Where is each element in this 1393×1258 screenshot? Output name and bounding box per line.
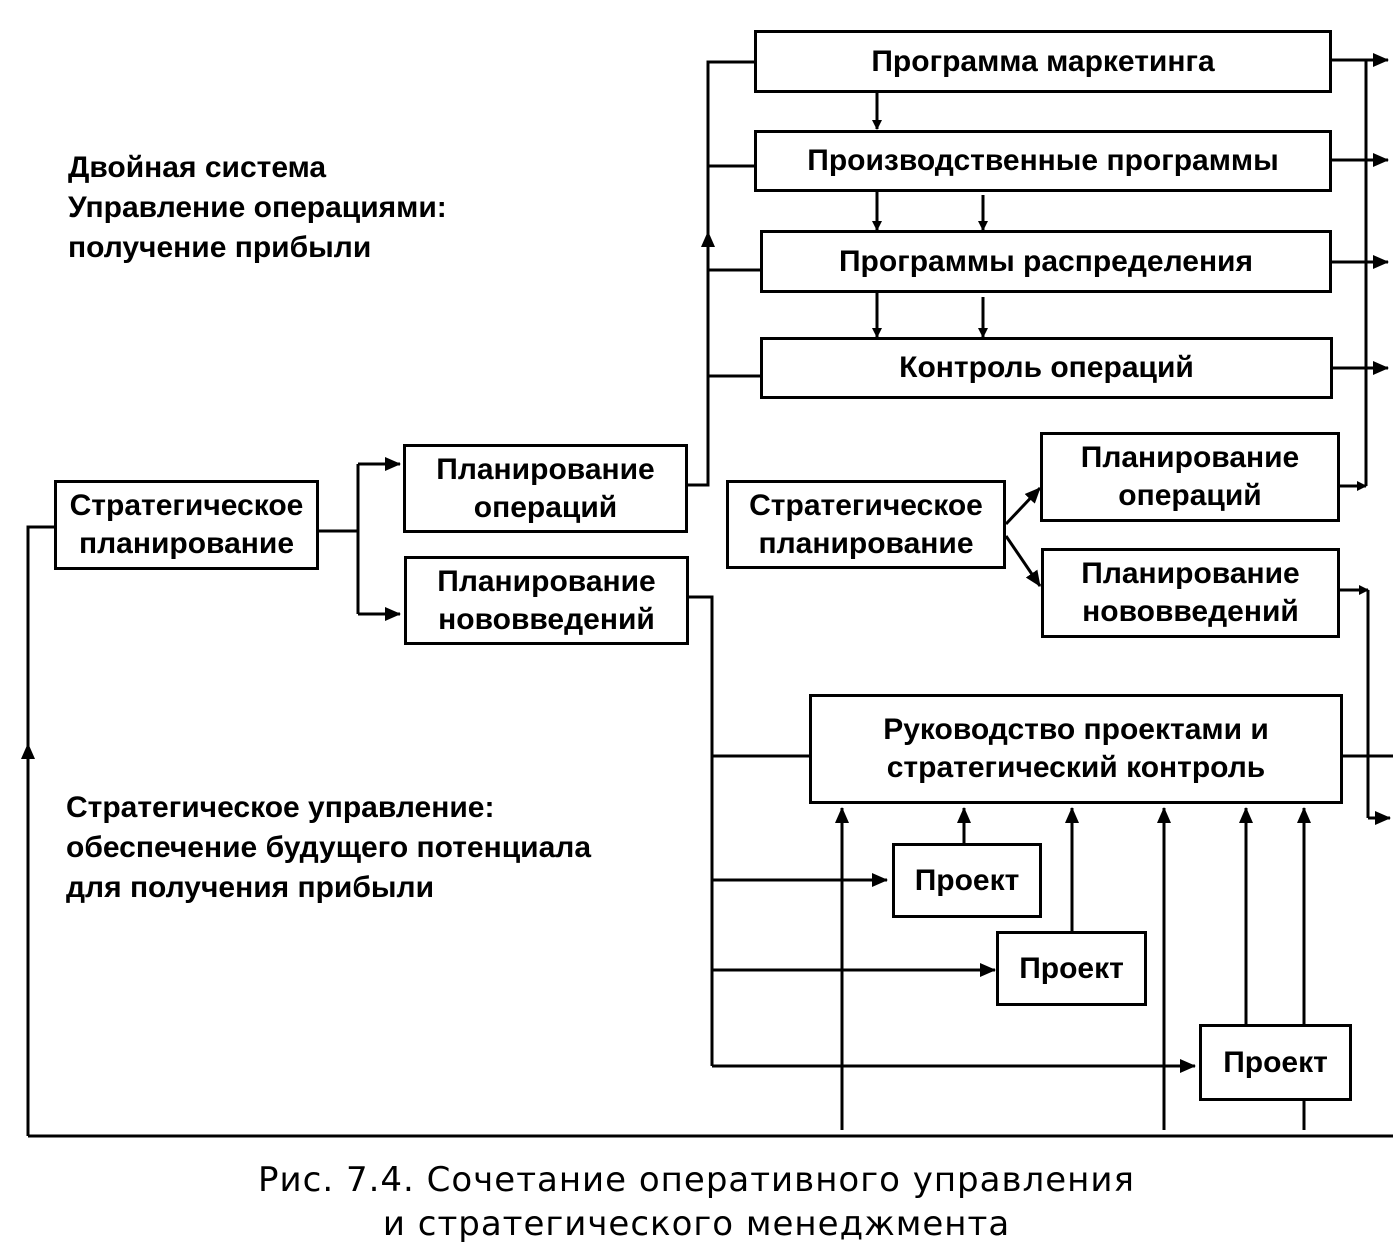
box-operations-planning: Планирование операций: [403, 444, 688, 533]
caption-line: Рис. 7.4. Сочетание оперативного управле…: [258, 1160, 1135, 1200]
box-operations-control: Контроль операций: [760, 337, 1333, 399]
box-label: операций: [1118, 479, 1262, 512]
caption-line: и стратегического менеджмента: [382, 1204, 1011, 1244]
box-label: Планирование: [1081, 557, 1300, 590]
note-strategic: Стратегическое управление: обеспечение б…: [66, 788, 591, 908]
note-strategic-line: обеспечение будущего потенциала: [66, 831, 591, 864]
note-strategic-line: Стратегическое управление:: [66, 791, 495, 824]
box-label: нововведений: [438, 602, 655, 636]
box-label: стратегический контроль: [886, 751, 1266, 784]
box-label: Программы распределения: [838, 244, 1254, 278]
box-project-1: Проект: [892, 843, 1042, 918]
box-strategic-planning: Стратегическое планирование: [54, 480, 319, 570]
box-project-2: Проект: [996, 931, 1147, 1006]
box-label: операций: [473, 490, 618, 524]
box-label: Стратегическое: [749, 488, 983, 522]
box-label: Стратегическое: [69, 489, 304, 522]
box-label: Программа маркетинга: [871, 44, 1215, 78]
box-label: Планирование: [437, 564, 656, 598]
box-label: Планирование: [436, 452, 655, 486]
box-marketing-program: Программа маркетинга: [754, 30, 1332, 93]
box-label: Проект: [914, 863, 1020, 897]
note-strategic-line: для получения прибыли: [66, 871, 435, 904]
note-operations-line: Двойная система: [68, 151, 327, 184]
box-label: Производственные программы: [807, 144, 1279, 177]
box-label: Контроль операций: [899, 351, 1194, 384]
note-operations-line: получение прибыли: [68, 231, 372, 264]
note-operations: Двойная система Управление операциями: п…: [68, 148, 447, 268]
box-production-programs: Производственные программы: [754, 130, 1332, 192]
box-label: планирование: [78, 527, 295, 560]
box-label: Проект: [1223, 1045, 1328, 1079]
box-label: нововведений: [1082, 595, 1299, 628]
box-label: Проект: [1019, 951, 1124, 985]
note-operations-line: Управление операциями:: [68, 191, 447, 224]
box-innovation-planning-2: Планирование нововведений: [1041, 548, 1340, 638]
box-label: планирование: [758, 526, 974, 560]
box-operations-planning-2: Планирование операций: [1040, 432, 1340, 522]
box-innovation-planning: Планирование нововведений: [404, 556, 689, 645]
box-project-3: Проект: [1199, 1024, 1352, 1101]
figure-caption: Рис. 7.4. Сочетание оперативного управле…: [0, 1158, 1393, 1246]
box-label: Планирование: [1080, 441, 1300, 474]
box-strategic-planning-2: Стратегическое планирование: [726, 480, 1006, 569]
box-distribution-programs: Программы распределения: [760, 230, 1332, 293]
box-label: Руководство проектами и: [883, 713, 1269, 746]
box-project-management: Руководство проектами и стратегический к…: [809, 694, 1343, 804]
